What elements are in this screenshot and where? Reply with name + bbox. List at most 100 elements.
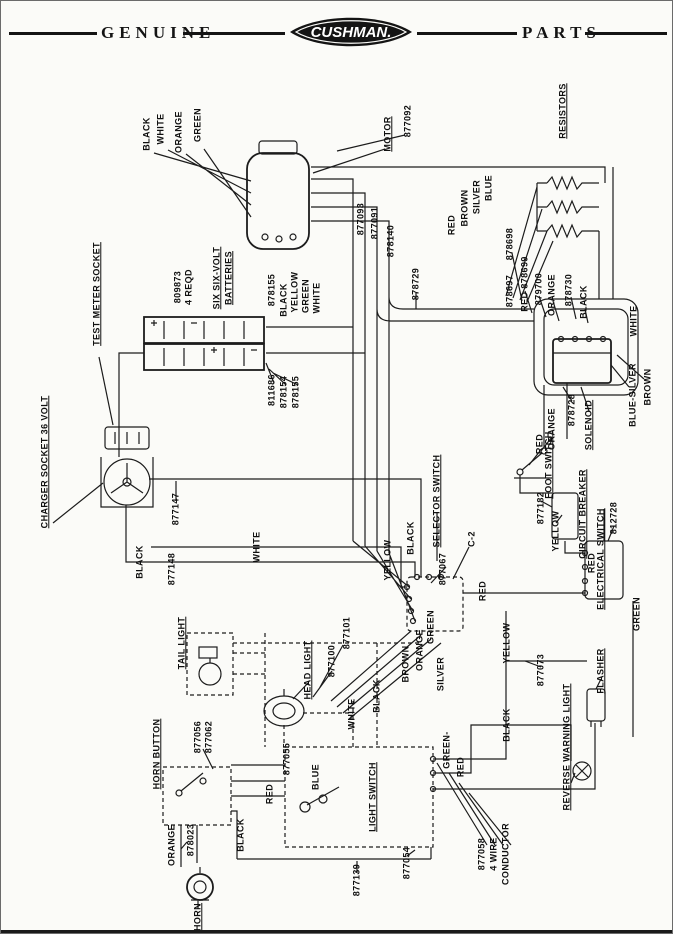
diagram-label: BROWN bbox=[459, 189, 470, 227]
header-rule-1 bbox=[9, 32, 97, 35]
diagram-label: 877091 bbox=[369, 206, 380, 240]
diagram-label: 878730 bbox=[563, 273, 574, 307]
diagram-label: 877093 bbox=[355, 202, 366, 236]
diagram-label: TEST METER SOCKET bbox=[91, 242, 102, 346]
diagram-label: BLUE bbox=[310, 763, 321, 791]
diagram-label: 877056 bbox=[192, 720, 203, 754]
motor-symbol bbox=[246, 140, 310, 250]
diagram-label: RED bbox=[534, 433, 545, 455]
diagram-label: BLACK bbox=[278, 283, 289, 317]
diagram-label: 812728 bbox=[608, 501, 619, 535]
diagram-label: 877073 bbox=[535, 653, 546, 687]
reverse-warning-light-symbol bbox=[572, 761, 592, 781]
diagram-label: ORANGE bbox=[173, 111, 184, 153]
diagram-label: BLACK bbox=[134, 545, 145, 579]
diagram-label: BLACK bbox=[141, 117, 152, 151]
diagram-label: 878155 bbox=[266, 273, 277, 307]
diagram-label: 878729 bbox=[410, 267, 421, 301]
diagram-label: CIRCUIT BREAKER bbox=[577, 469, 588, 559]
light-switch-symbol bbox=[284, 746, 437, 848]
diagram-label: HORN BUTTON bbox=[151, 718, 162, 790]
circuit-breaker-symbol bbox=[551, 492, 579, 540]
diagram-label: 877055 bbox=[281, 742, 292, 776]
diagram-label: GREEN bbox=[631, 596, 642, 632]
diagram-label: 811686 bbox=[266, 374, 277, 406]
header-rule-4 bbox=[585, 32, 667, 35]
diagram-label: ORANGE bbox=[546, 408, 557, 450]
diagram-label: BLACK bbox=[371, 679, 382, 713]
diagram-label: 877139 bbox=[351, 863, 362, 897]
diagram-label: 877054 bbox=[401, 846, 412, 880]
diagram-label: 878728 bbox=[566, 393, 577, 427]
diagram-label: RED bbox=[586, 552, 597, 574]
diagram-label: 4 REQD bbox=[183, 269, 194, 305]
charger-socket-symbol bbox=[100, 457, 154, 508]
tail-light-symbol bbox=[186, 632, 234, 696]
diagram-label: GREEN bbox=[300, 278, 311, 314]
horn-button-symbol bbox=[162, 766, 232, 826]
logo-pinstripe bbox=[294, 20, 408, 44]
diagram-label: BLACK bbox=[501, 708, 512, 742]
diagram-label: WHITE bbox=[311, 282, 322, 314]
diagram-label: WHITE bbox=[155, 113, 166, 145]
diagram-label: 877182 bbox=[535, 491, 546, 525]
diagram-label: 878155 bbox=[290, 375, 301, 409]
diagram-label: SILVER bbox=[471, 179, 482, 215]
diagram-label: REVERSE WARNING LIGHT bbox=[561, 683, 572, 811]
diagram-label: 877100 bbox=[326, 644, 337, 678]
diagram-label: WHITE bbox=[628, 305, 639, 337]
diagram-label: 877067 bbox=[437, 552, 448, 586]
electrical-switch-symbol bbox=[581, 540, 624, 600]
diagram-label: BLUE-SILVER bbox=[627, 363, 638, 427]
diagram-label: WHITE bbox=[346, 698, 357, 730]
diagram-label: BLACK bbox=[405, 521, 416, 555]
diagram-label: ORANGE bbox=[546, 274, 557, 316]
diagram-label: SELECTOR SWITCH bbox=[431, 454, 442, 548]
diagram-label: 878698 bbox=[504, 227, 515, 261]
head-light-symbol bbox=[263, 689, 305, 727]
diagram-label: C-2 bbox=[466, 531, 477, 547]
battery-symbol bbox=[143, 316, 265, 371]
selector-switch-symbol bbox=[403, 573, 464, 632]
diagram-label: 877092 bbox=[402, 104, 413, 138]
diagram-label: CHARGER SOCKET 36 VOLT bbox=[39, 395, 50, 529]
horn-symbol bbox=[186, 873, 214, 901]
diagram-label: 878023 bbox=[185, 823, 196, 857]
diagram-label: HORN bbox=[192, 902, 203, 932]
diagram-label: 878154 bbox=[278, 375, 289, 409]
wiring-lines bbox=[52, 134, 645, 909]
diagram-label: 4 WIRE bbox=[488, 837, 499, 871]
diagram-label: 877148 bbox=[166, 552, 177, 586]
header-rule-2 bbox=[183, 32, 285, 35]
diagram-label: RED bbox=[477, 580, 488, 602]
diagram-label: TAIL LIGHT bbox=[176, 616, 187, 670]
diagram-label: 879700 bbox=[533, 272, 544, 306]
logo-text: CUSHMAN. bbox=[311, 24, 392, 41]
resistors-symbol bbox=[536, 175, 599, 239]
flasher-symbol bbox=[586, 688, 606, 727]
diagram-label: 877147 bbox=[170, 492, 181, 526]
diagram-label: LIGHT SWITCH bbox=[367, 762, 378, 832]
diagram-label: WHITE bbox=[251, 531, 262, 563]
header-left-text: GENUINE bbox=[101, 23, 216, 42]
diagram-label: ELECTRICAL SWITCH bbox=[595, 508, 606, 610]
diagram-label: 878140 bbox=[385, 224, 396, 258]
bottom-border-rule bbox=[1, 930, 672, 933]
cushman-logo: CUSHMAN. bbox=[287, 9, 415, 55]
diagram-label: BLACK bbox=[235, 818, 246, 852]
header-rule-3 bbox=[417, 32, 517, 35]
diagram-label: SOLENOID bbox=[583, 399, 594, 451]
diagram-label: GREEN bbox=[425, 609, 436, 645]
diagram-label: GREEN bbox=[192, 107, 203, 143]
foot-switch-symbol bbox=[514, 447, 552, 479]
test-meter-socket-symbol bbox=[104, 426, 150, 450]
diagram-label: RED bbox=[446, 214, 457, 236]
diagram-label: BROWN bbox=[400, 645, 411, 683]
diagram-label: HEAD LIGHT bbox=[302, 640, 313, 700]
header-right-text: PARTS bbox=[522, 23, 601, 42]
diagram-label: BROWN bbox=[642, 368, 653, 406]
